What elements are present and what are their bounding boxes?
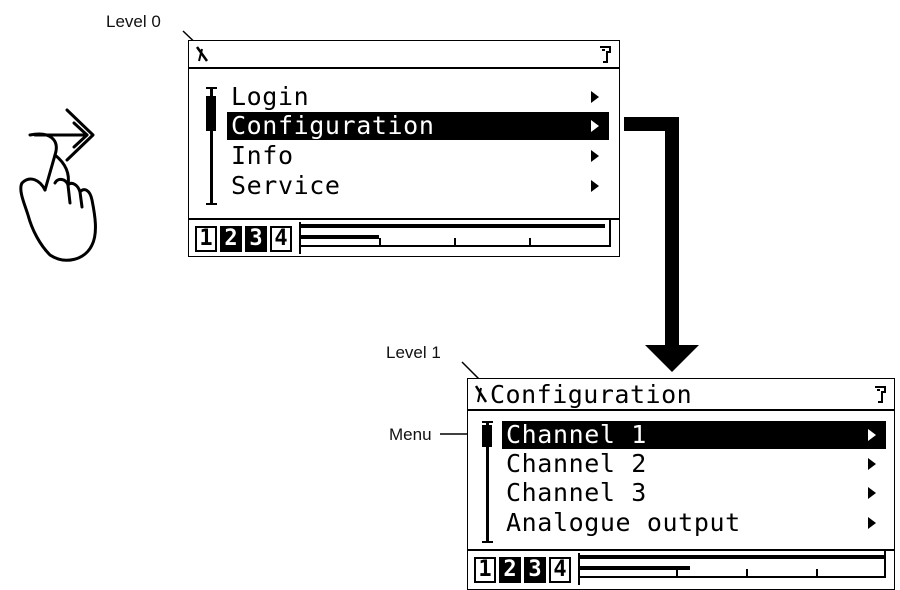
menu-item-login[interactable]: Login: [227, 83, 609, 111]
callout-level-0: Level 0: [106, 12, 161, 31]
bargraph-tick: [454, 238, 456, 245]
channel-indicator-2: 2: [499, 557, 521, 583]
menu-item-channel-1[interactable]: Channel 1: [502, 421, 886, 449]
channel-indicator-3: 3: [245, 226, 267, 252]
submenu-arrow-icon: [868, 517, 876, 529]
channel-indicator-4: 4: [270, 226, 292, 252]
key-lock-icon: [875, 386, 886, 403]
channel-indicator-1: 1: [474, 557, 496, 583]
root-path-icon: [474, 385, 488, 403]
channel-indicator-3: 3: [524, 557, 546, 583]
bargraph-tick: [676, 569, 678, 576]
submenu-arrow-icon: [591, 120, 599, 132]
bargraph-baseline: [299, 245, 609, 247]
bargraph-right-edge: [609, 220, 611, 247]
submenu-arrow-icon: [868, 429, 876, 441]
submenu-arrow-icon: [868, 458, 876, 470]
submenu-arrow-icon: [591, 150, 599, 162]
bargraph-tick: [746, 569, 748, 576]
menu-item-info[interactable]: Info: [227, 142, 609, 170]
bargraph-tick: [816, 569, 818, 576]
menu-item-service[interactable]: Service: [227, 172, 609, 200]
key-lock-icon: [600, 46, 611, 63]
scrollbar-track[interactable]: [486, 421, 489, 543]
channel-indicator-1: 1: [195, 226, 217, 252]
lcd-title: Configuration: [490, 380, 693, 409]
scrollbar-bottom-cap: [206, 203, 217, 205]
bargraph-tick: [529, 238, 531, 245]
submenu-arrow-icon: [591, 91, 599, 103]
channel-indicator-2: 2: [220, 226, 242, 252]
bargraph-lower-bar: [578, 566, 690, 570]
bargraph-lower-bar: [299, 235, 379, 239]
menu-item-configuration[interactable]: Configuration: [227, 112, 609, 140]
lcd-screen-level-1: Configuration Channel 1 Channel 2 Channe…: [467, 378, 895, 590]
lcd-screen-level-0: Login Configuration Info Service 1 2 3 4: [188, 40, 620, 257]
bargraph-baseline: [578, 576, 884, 578]
bargraph-upper-bar: [299, 224, 605, 228]
channel-indicator-4: 4: [549, 557, 571, 583]
submenu-arrow-icon: [591, 180, 599, 192]
callout-menu: Menu: [389, 425, 432, 444]
lcd-title-bar: Configuration: [468, 379, 894, 411]
menu-item-channel-3[interactable]: Channel 3: [502, 479, 886, 507]
root-path-icon: [195, 46, 209, 62]
lcd-status-bar: 1 2 3 4: [189, 218, 619, 256]
callout-level-1: Level 1: [386, 343, 441, 362]
scrollbar-bottom-cap: [482, 541, 493, 543]
submenu-arrow-icon: [868, 487, 876, 499]
scrollbar-track[interactable]: [210, 87, 213, 205]
lcd-title-bar: [189, 41, 619, 69]
bargraph-right-edge: [884, 551, 886, 578]
menu-item-channel-2[interactable]: Channel 2: [502, 450, 886, 478]
scrollbar-thumb[interactable]: [206, 96, 216, 131]
lcd-status-bar: 1 2 3 4: [468, 549, 894, 589]
menu-item-analogue-output[interactable]: Analogue output: [502, 509, 886, 537]
press-enter-hand-icon: [19, 108, 97, 262]
scrollbar-thumb[interactable]: [482, 425, 492, 447]
bargraph-tick: [379, 238, 381, 245]
bargraph-upper-bar: [578, 555, 884, 559]
